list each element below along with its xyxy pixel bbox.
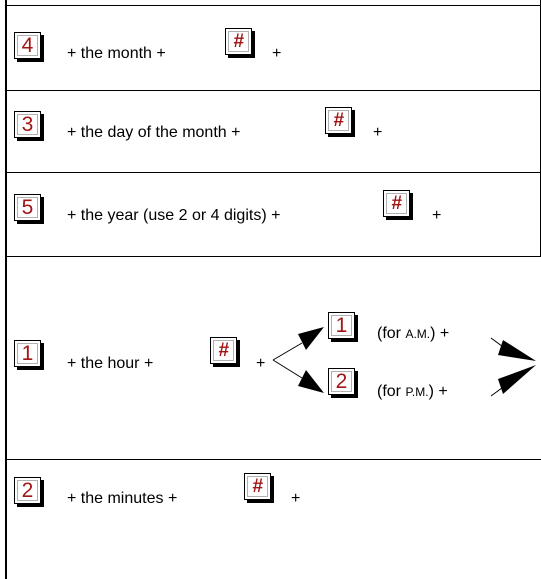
key-5: 5 [14,194,41,221]
row-divider [5,172,541,173]
row-divider [5,90,541,91]
key-4: 4 [14,32,41,59]
key-hash: # [210,337,237,364]
left-border [5,0,7,579]
key-3: 3 [14,111,41,138]
key-hash: # [325,107,352,134]
row-text: + the year (use 2 or 4 digits) + [67,207,281,224]
arrow-to-pm [272,359,324,393]
am-abbr: A.M. [405,327,431,341]
key-1-am: 1 [328,312,355,339]
arrow-from-am [490,337,536,361]
plus-sign: + [272,45,282,62]
key-hash: # [244,473,271,500]
row-divider [5,459,541,460]
plus-sign: + [373,124,383,141]
pm-abbr: P.M. [405,385,429,399]
row-text: + the minutes + [67,490,178,507]
plus-sign: + [291,490,301,507]
pm-label: (for P.M.) + [377,383,448,401]
arrow-from-pm [490,365,536,397]
row-divider [5,256,541,257]
key-1: 1 [14,340,41,367]
pm-label-suffix: ) + [428,383,448,400]
arrow-to-am [272,327,324,361]
am-label-suffix: ) + [430,325,450,342]
row-text: + the day of the month + [67,124,241,141]
key-hash: # [383,190,410,217]
pm-label-prefix: (for [377,383,401,400]
am-label-prefix: (for [377,325,401,342]
row-divider [5,5,541,6]
key-2-pm: 2 [328,368,355,395]
key-hash: # [225,28,252,55]
plus-sign: + [256,355,266,372]
key-2: 2 [14,477,41,504]
plus-sign: + [432,207,442,224]
row-text: + the hour + [67,355,154,372]
row-text: + the month + [67,45,166,62]
am-label: (for A.M.) + [377,325,449,343]
